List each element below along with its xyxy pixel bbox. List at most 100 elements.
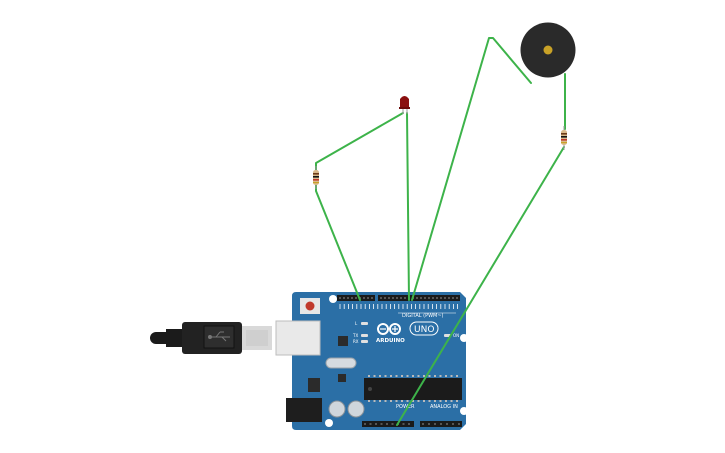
digital-header-right[interactable] [378,295,460,301]
header-pin [439,400,442,402]
header-pin [445,375,447,377]
header-pin [363,297,365,299]
l-led [361,322,368,325]
chip-small [338,374,346,382]
voltage-regulator [308,378,320,392]
header-pin [379,375,381,377]
header-pin [379,400,381,402]
header-pin [401,400,403,402]
l-label: L [355,321,358,326]
header-pin [428,297,430,299]
header-pin [417,400,420,402]
header-pin [400,297,402,299]
header-pin [422,423,424,425]
header-pin [402,423,405,425]
analog-label: ANALOG IN [430,404,458,410]
usb-icon [208,331,230,342]
header-pin [392,297,394,299]
header-pin [458,423,460,425]
atmega-chip [364,378,462,400]
uno-text: UNO [414,325,434,335]
capacitor [328,400,346,418]
header-pin [406,375,409,377]
header-pin [417,375,420,377]
header-pin [434,375,436,377]
header-pin [391,423,394,425]
header-pin [373,375,376,377]
header-pin [452,297,454,299]
header-pin [368,400,370,402]
header-pin [390,375,392,377]
header-pin [384,400,387,402]
header-pin [355,297,357,299]
header-pin [456,400,458,402]
piezo-buzzer[interactable] [520,22,576,78]
wire-led-anode-to-resistor[interactable] [315,112,404,172]
dc-power-jack [286,398,322,422]
tx-led [361,334,368,337]
tx-label: TX [352,333,358,338]
header-pin [369,423,372,425]
chip-small [338,336,348,346]
wire-led-cathode-to-gnd[interactable] [406,112,410,301]
header-pin [351,297,353,299]
header-pin [380,423,383,425]
header-pin [428,400,431,402]
power-label: POWER [396,404,415,410]
header-pin [423,375,425,377]
mounting-hole [460,407,468,415]
header-pin [428,375,431,377]
bottom-header-pins [364,423,460,425]
header-pin [445,400,447,402]
wires[interactable] [315,37,566,426]
digital-pin-labels [339,304,459,309]
wire-resistor-to-power[interactable] [396,146,565,426]
header-pin [384,297,386,299]
header-pin [432,297,434,299]
wire-buzzer-to-pin[interactable] [411,37,532,301]
header-pin [440,423,442,425]
arduino-logo-icon [377,323,401,335]
header-pin [395,375,398,377]
header-pin [368,375,370,377]
header-pin [434,400,436,402]
header-pin [456,375,458,377]
header-pin [448,297,450,299]
header-pin [450,375,453,377]
usb-cable[interactable] [150,322,272,354]
header-pin [396,297,398,299]
header-pin [386,423,388,425]
header-pin [373,400,376,402]
chip-pins [368,400,458,402]
digital-label: DIGITAL (PWM~) [402,313,444,319]
header-pin [428,423,430,425]
header-pin [452,423,454,425]
header-pin [456,297,458,299]
header-pin [406,400,409,402]
reset-button[interactable] [300,298,320,314]
red-led[interactable] [399,96,410,114]
header-pin [439,375,442,377]
header-pin [395,400,398,402]
mounting-hole [460,334,468,342]
header-pin [423,400,425,402]
header-pin [412,375,414,377]
wire-resistor-to-pin[interactable] [315,183,361,301]
arduino-logo-text: ARDUINO [376,338,405,344]
header-pin [347,297,349,299]
uno-badge: UNO [409,321,439,336]
header-pin [450,400,453,402]
usb-port [275,320,321,356]
header-pin [339,297,341,299]
capacitor [347,400,365,418]
resistor-buzzer[interactable] [561,126,567,150]
header-pin [367,297,369,299]
header-pin [412,400,414,402]
header-pin [446,423,448,425]
arduino-uno-board[interactable]: DIGITAL (PWM~) POWER ANALOG IN L TX RX O… [275,292,468,430]
rx-label: RX [353,339,359,344]
header-pin [384,375,387,377]
resistor-led[interactable] [313,166,319,189]
mounting-hole [329,295,337,303]
